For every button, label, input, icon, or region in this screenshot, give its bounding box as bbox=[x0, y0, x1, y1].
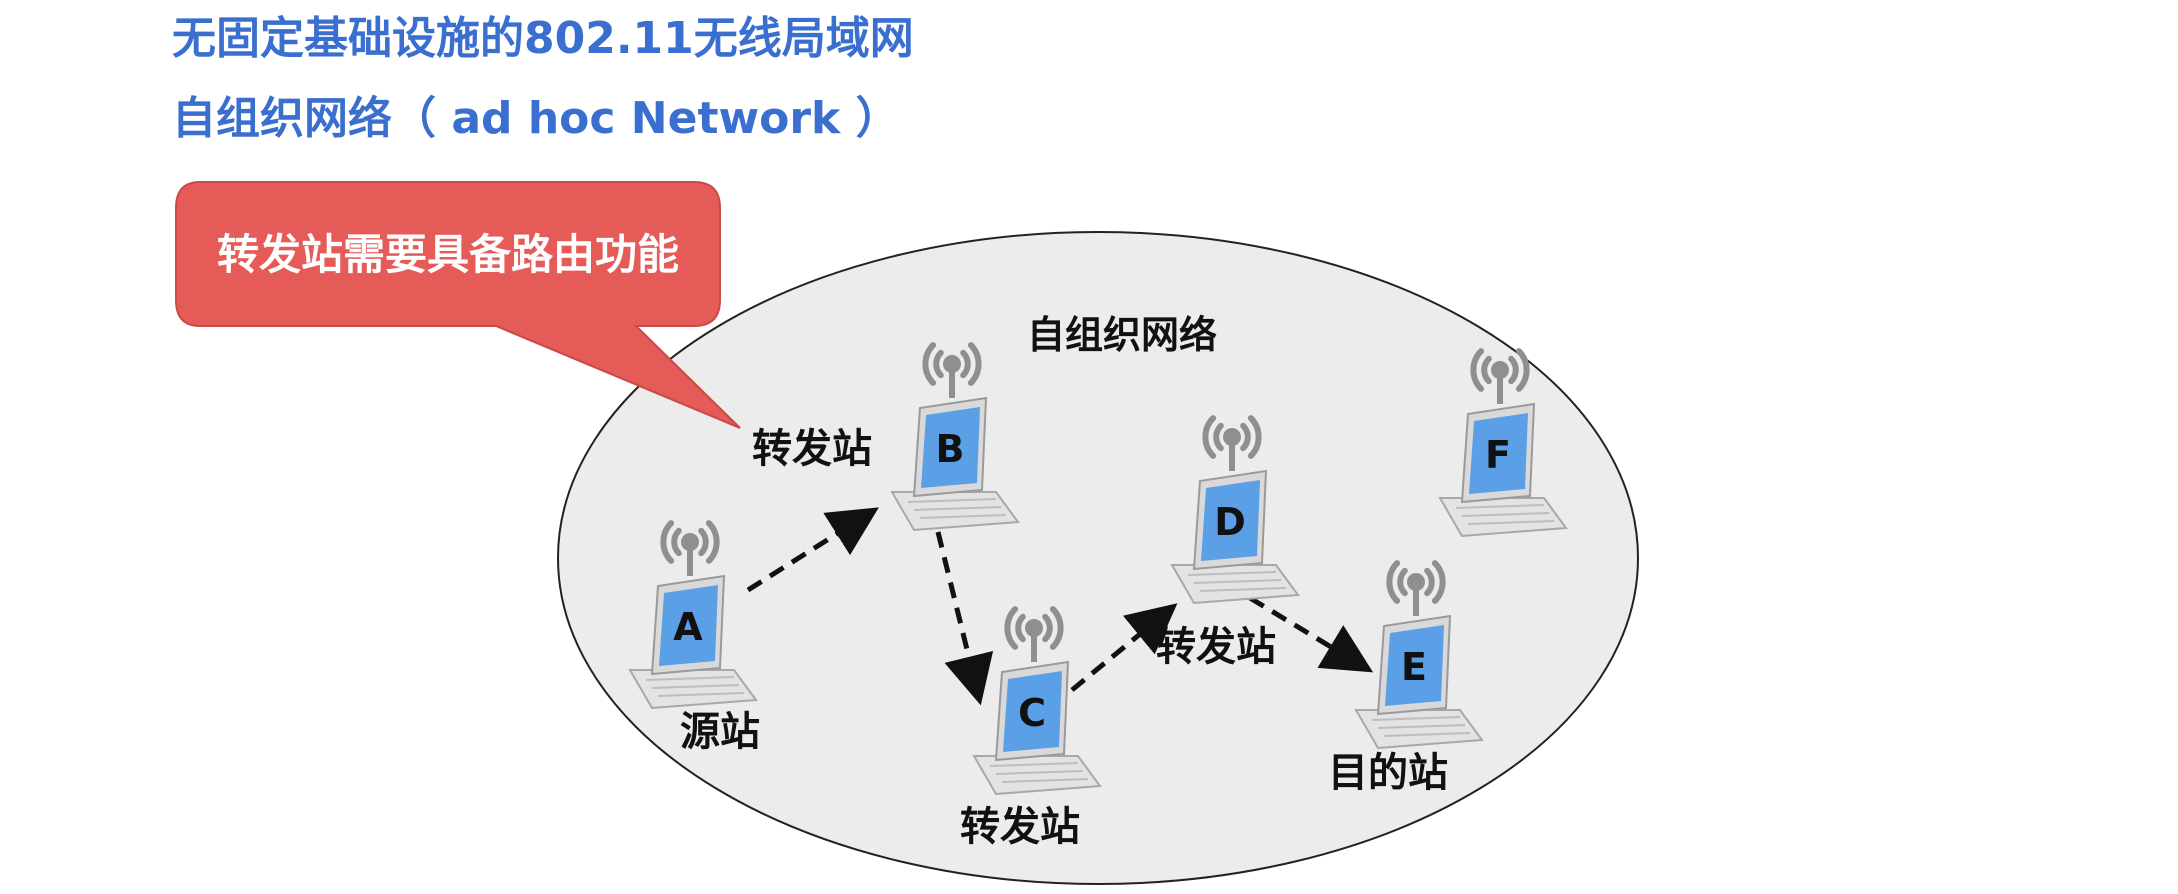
wifi-wave bbox=[698, 527, 709, 557]
laptop-b: B bbox=[890, 342, 1020, 532]
wifi-wave bbox=[1508, 355, 1519, 385]
wifi-wave bbox=[1515, 348, 1530, 392]
laptop-e: E bbox=[1354, 560, 1484, 750]
node-caption-d: 转发站 bbox=[1156, 624, 1276, 670]
wifi-antenna-icon bbox=[1386, 560, 1446, 616]
keyboard-row bbox=[1193, 579, 1282, 584]
wifi-wave bbox=[1240, 422, 1251, 452]
antenna-dot bbox=[1223, 428, 1241, 446]
keyboard-row bbox=[1377, 724, 1466, 729]
keyboard-row bbox=[913, 506, 1002, 511]
arrow-d-to-e bbox=[1248, 595, 1374, 673]
keyboard-row bbox=[1187, 571, 1277, 576]
keyboard-row bbox=[1467, 520, 1555, 525]
laptop-screen bbox=[659, 585, 718, 666]
keyboard-row bbox=[995, 770, 1084, 775]
arrow-c-to-d bbox=[1070, 603, 1178, 692]
keyboard-row bbox=[1461, 512, 1550, 517]
network-label: 自组织网络 bbox=[1027, 313, 1217, 357]
wifi-wave bbox=[1397, 567, 1408, 597]
keyboard-row bbox=[989, 762, 1079, 767]
wifi-wave bbox=[660, 520, 675, 564]
callout-bubble bbox=[175, 181, 741, 429]
title-line-1: 无固定基础设施的802.11无线局域网 bbox=[172, 13, 914, 64]
antenna-dot bbox=[1491, 361, 1509, 379]
antenna-dot bbox=[1407, 573, 1425, 591]
title-line-2: 自组织网络（ ad hoc Network ） bbox=[172, 93, 900, 144]
wifi-wave bbox=[1247, 415, 1262, 459]
callout: 转发站需要具备路由功能 bbox=[175, 181, 741, 429]
nodes: A 源站 B 转发站 C 转发站 D 转发站 E 目的站 F bbox=[628, 342, 1568, 850]
laptop-a: A bbox=[628, 520, 758, 710]
wifi-wave bbox=[922, 342, 937, 386]
keyboard-row bbox=[651, 684, 740, 689]
keyboard-row bbox=[1383, 732, 1471, 737]
laptop-screen bbox=[921, 407, 980, 488]
laptop-screen bbox=[1469, 413, 1528, 494]
node-label-e: E bbox=[1401, 645, 1427, 689]
wifi-wave bbox=[933, 349, 944, 379]
wifi-wave bbox=[1386, 560, 1401, 604]
node-caption-e: 目的站 bbox=[1328, 750, 1448, 796]
wifi-wave bbox=[1015, 613, 1026, 643]
wifi-antenna-icon bbox=[1004, 606, 1064, 662]
keyboard-row bbox=[919, 514, 1007, 519]
wifi-antenna-icon bbox=[922, 342, 982, 398]
laptop-screen bbox=[1201, 480, 1260, 561]
arrow-a-to-b bbox=[746, 507, 879, 593]
wifi-wave bbox=[1049, 606, 1064, 650]
antenna-dot bbox=[681, 533, 699, 551]
wifi-antenna-icon bbox=[1202, 415, 1262, 471]
wifi-wave bbox=[1481, 355, 1492, 385]
laptop-base bbox=[628, 669, 758, 710]
wifi-wave bbox=[671, 527, 682, 557]
antenna-dot bbox=[1025, 619, 1043, 637]
laptop-base bbox=[1170, 564, 1300, 605]
keyboard-row bbox=[645, 676, 735, 681]
laptop-base bbox=[1354, 709, 1484, 750]
wifi-wave bbox=[705, 520, 720, 564]
keyboard-row bbox=[657, 692, 745, 697]
node-caption-a: 源站 bbox=[680, 709, 760, 755]
keyboard-row bbox=[1455, 504, 1545, 509]
wifi-wave bbox=[1004, 606, 1019, 650]
node-label-a: A bbox=[673, 605, 703, 649]
wifi-wave bbox=[1202, 415, 1217, 459]
wifi-wave bbox=[960, 349, 971, 379]
keyboard-row bbox=[907, 498, 997, 503]
node-label-d: D bbox=[1214, 500, 1246, 544]
wifi-wave bbox=[1470, 348, 1485, 392]
wifi-wave bbox=[1424, 567, 1435, 597]
wifi-wave bbox=[1213, 422, 1224, 452]
laptop-base bbox=[972, 755, 1102, 796]
keyboard-row bbox=[1199, 587, 1287, 592]
node-label-f: F bbox=[1485, 433, 1511, 477]
laptop-c: C bbox=[972, 606, 1102, 796]
node-label-b: B bbox=[936, 427, 965, 471]
node-caption-c: 转发站 bbox=[960, 804, 1080, 850]
arrows bbox=[746, 507, 1374, 706]
laptop-screen bbox=[1003, 671, 1062, 752]
laptop-base bbox=[1438, 497, 1568, 538]
keyboard-row bbox=[1371, 716, 1461, 721]
laptop-f: F bbox=[1438, 348, 1568, 538]
wifi-wave bbox=[1431, 560, 1446, 604]
laptop-base bbox=[890, 491, 1020, 532]
wifi-wave bbox=[967, 342, 982, 386]
node-label-c: C bbox=[1018, 691, 1046, 735]
wifi-wave bbox=[1042, 613, 1053, 643]
laptop-screen bbox=[1385, 625, 1444, 706]
wifi-antenna-icon bbox=[660, 520, 720, 576]
arrow-b-to-c bbox=[935, 531, 994, 706]
laptop-d: D bbox=[1170, 415, 1300, 605]
callout-text: 转发站需要具备路由功能 bbox=[217, 230, 679, 279]
keyboard-row bbox=[1001, 778, 1089, 783]
wifi-antenna-icon bbox=[1470, 348, 1530, 404]
antenna-dot bbox=[943, 355, 961, 373]
node-caption-b: 转发站 bbox=[752, 426, 872, 472]
